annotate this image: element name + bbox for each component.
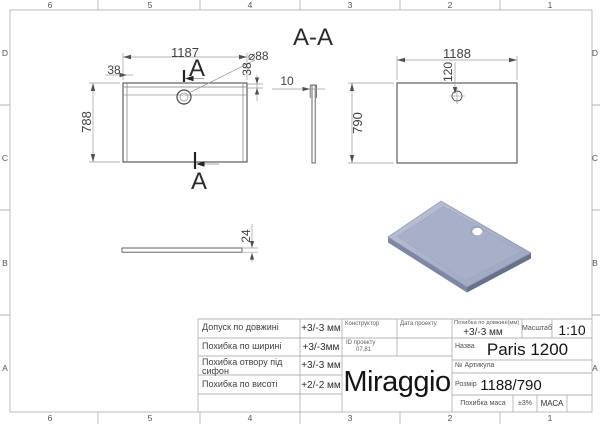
zone-col-bottom-4: 4	[247, 413, 253, 423]
scale-value: 1:10	[558, 322, 586, 338]
size-value: 1188/790	[480, 377, 542, 394]
zone-col-bottom-6: 6	[47, 413, 53, 423]
dim-height-788: 788	[79, 111, 94, 133]
bottom-view-outline	[396, 82, 518, 164]
dim-thickness-10: 10	[280, 74, 294, 88]
mass-tolerance-value: ±3%	[518, 400, 532, 407]
dim-drain-diameter: ⌀88	[248, 49, 269, 63]
section-marker-top: A	[188, 55, 205, 82]
zone-row-right-a: A	[592, 363, 598, 373]
dim-width-1188: 1188	[443, 46, 471, 61]
side-profile-view	[121, 224, 258, 262]
zone-col-top-1: 1	[547, 0, 553, 10]
tray-side-left	[388, 237, 467, 293]
zone-col-top-6: 6	[47, 0, 53, 10]
article-label: № Артикула	[455, 362, 495, 369]
tolerance-value-3: +3/-3 мм	[301, 360, 341, 371]
zone-row-left-b: B	[2, 258, 8, 268]
mass-tolerance-label: Похибка маса	[460, 400, 506, 407]
length-tolerance-value: +3/-3 мм	[463, 327, 503, 338]
zone-row-right-c: C	[591, 153, 599, 163]
brand-logo: Miraggio	[343, 366, 451, 398]
title-block-grid	[197, 318, 592, 412]
top-view	[89, 53, 263, 169]
tray-drain-hole	[472, 227, 483, 236]
tolerance-label-3b: сифон	[202, 366, 229, 376]
scale-label: Масштаб	[522, 325, 552, 332]
zone-col-top-5: 5	[147, 0, 153, 10]
section-title: A-A	[292, 24, 333, 51]
tolerance-label-3: Похибка отвору під	[202, 357, 283, 367]
section-cut-marks	[182, 70, 219, 169]
project-id-label: ID проекту	[346, 340, 376, 346]
mass-label: МАСА	[540, 399, 564, 408]
zone-col-top-2: 2	[447, 0, 453, 10]
zone-col-bottom-5: 5	[147, 413, 153, 423]
zone-row-right-d: D	[591, 48, 599, 58]
zone-col-bottom-2: 2	[447, 413, 453, 423]
dim-drain-offset-120: 120	[441, 61, 455, 83]
zone-row-right-b: B	[592, 258, 598, 268]
dim-drain-rim-38: 38	[240, 62, 254, 76]
section-marker-bottom: A	[190, 168, 207, 195]
length-tolerance-label: Похибка по довжині(мм)	[454, 320, 520, 326]
dim-rim-38: 38	[107, 63, 121, 77]
tolerance-label-4: Похибка по висоті	[202, 379, 278, 389]
zone-col-top-3: 3	[347, 0, 353, 10]
dim-height-790: 790	[350, 112, 365, 134]
constructor-label: Конструктор	[345, 321, 380, 327]
dim-width-1187: 1187	[171, 45, 199, 60]
dim-thickness-24: 24	[239, 229, 253, 243]
name-value: Paris 1200	[486, 340, 569, 359]
zone-row-left-d: D	[1, 48, 9, 58]
tray-basin	[397, 206, 522, 281]
section-profile-view	[272, 84, 325, 164]
tolerance-value-1: +3/-3 мм	[301, 323, 341, 334]
tolerance-value-2: +3/-3мм	[302, 342, 340, 353]
zone-row-left-a: A	[2, 363, 8, 373]
zone-col-bottom-1: 1	[547, 413, 553, 423]
zone-col-top-4: 4	[247, 0, 253, 10]
tolerance-label-2: Похибка по ширині	[202, 341, 282, 351]
tolerance-label-1: Допуск по довжині	[202, 322, 279, 332]
bottom-view	[348, 56, 518, 164]
drain-circle	[176, 89, 192, 105]
zone-col-bottom-3: 3	[347, 413, 353, 423]
top-view-outline	[122, 82, 248, 163]
tray-side-right	[467, 253, 531, 293]
project-date-label: Дата проекту	[400, 321, 437, 327]
name-label: Назва	[455, 343, 475, 350]
project-id-value: 07.81	[356, 347, 372, 353]
zone-row-left-c: C	[1, 153, 9, 163]
tray-3d-render	[387, 200, 532, 293]
size-label: Розмір	[455, 381, 477, 388]
tolerance-value-4: +2/-2 мм	[301, 380, 341, 391]
